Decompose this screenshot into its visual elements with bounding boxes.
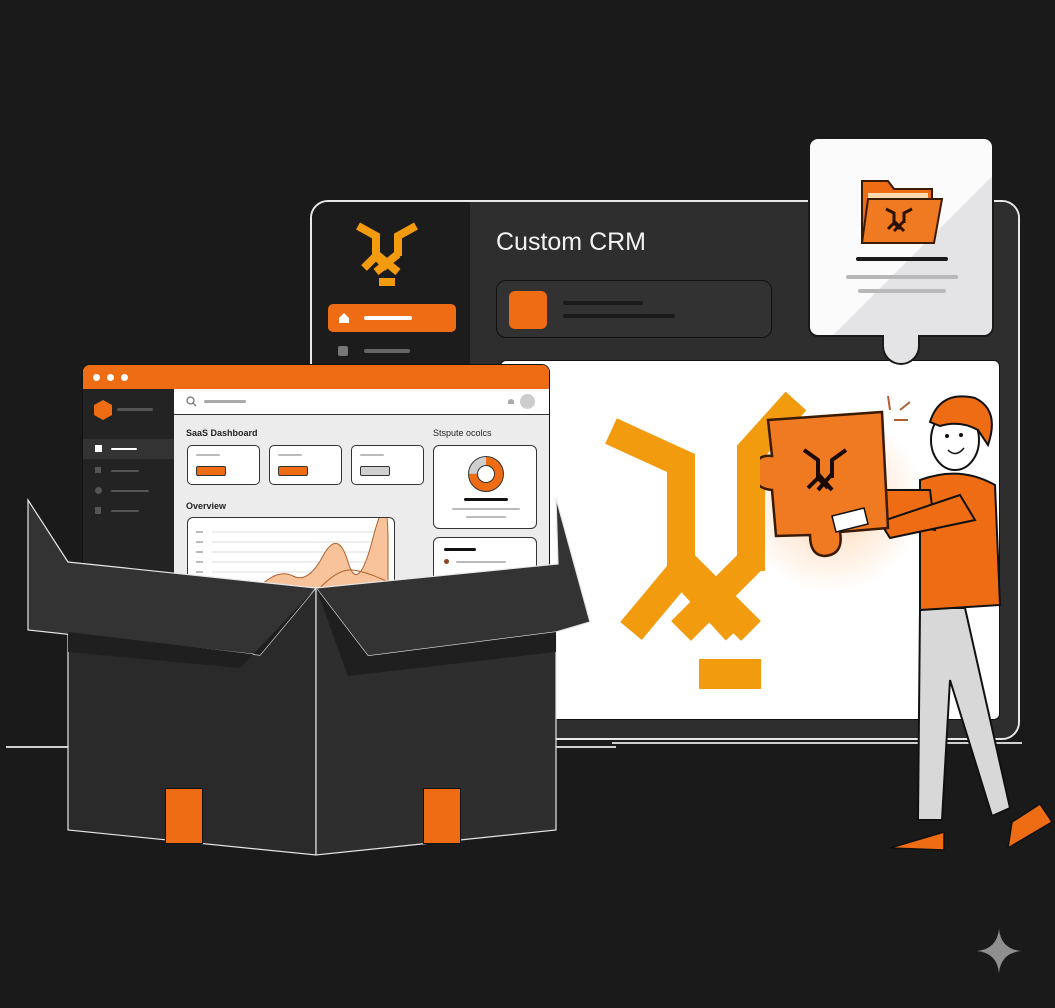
avatar-icon[interactable]	[520, 394, 535, 409]
folder-logo-icon	[860, 180, 944, 244]
window-dot[interactable]	[121, 374, 128, 381]
window-dot[interactable]	[93, 374, 100, 381]
home-icon	[339, 313, 349, 323]
search-icon	[186, 396, 197, 407]
box-tape	[165, 788, 203, 844]
page-title: Custom CRM	[496, 228, 647, 256]
saas-dashboard-window: SaaS Dashboard Overview Stspute ocolcs	[82, 364, 550, 604]
kpi-card[interactable]	[187, 445, 260, 485]
bell-icon[interactable]	[507, 397, 515, 406]
sidebar-item-documents[interactable]	[83, 463, 174, 479]
person-illustration	[760, 395, 1054, 851]
branch-logo-icon	[356, 222, 418, 286]
window-dot[interactable]	[107, 374, 114, 381]
donut-card[interactable]	[433, 445, 537, 529]
large-branch-logo-icon	[605, 391, 807, 689]
crm-nav-home[interactable]	[328, 304, 456, 332]
dashboard-sidebar	[83, 389, 174, 603]
puzzle-connector	[882, 335, 920, 365]
search-bar[interactable]	[174, 389, 549, 415]
orange-square-icon	[509, 291, 547, 329]
inbox-icon	[338, 346, 348, 356]
open-box	[27, 497, 591, 856]
crm-nav-inbox[interactable]	[328, 342, 456, 362]
donut-chart-icon	[468, 456, 504, 492]
window-titlebar	[83, 365, 549, 389]
kpi-card[interactable]	[351, 445, 424, 485]
side-panel-title: Stspute ocolcs	[433, 428, 492, 438]
file-icon	[95, 507, 101, 514]
sidebar-item-files[interactable]	[83, 503, 174, 519]
ground-line-right	[612, 742, 1022, 744]
sidebar-item-activity[interactable]	[83, 483, 174, 499]
home-icon	[95, 445, 102, 452]
document-icon	[95, 467, 101, 473]
hexagon-logo-icon	[94, 400, 112, 420]
document-card	[808, 137, 994, 337]
sidebar-item-home[interactable]	[83, 439, 174, 459]
kpi-card[interactable]	[269, 445, 342, 485]
box-tape	[423, 788, 461, 844]
section-title: SaaS Dashboard	[186, 428, 258, 438]
area-chart	[196, 518, 389, 599]
list-dot-icon	[444, 559, 449, 564]
circle-icon	[95, 487, 102, 494]
crm-summary-card[interactable]	[496, 280, 772, 338]
sparkle-icon	[977, 929, 1021, 973]
overview-title: Overview	[186, 501, 227, 511]
